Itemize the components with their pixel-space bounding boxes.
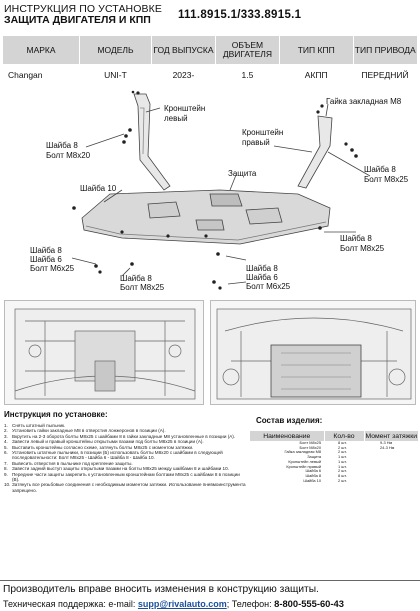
label-washer6-a: Шайба 6 [30,255,62,264]
col-brand: МАРКА [3,36,81,64]
label-bracket-right-1: Кронштейн [242,128,284,137]
support-label: Техническая поддержка: [3,599,106,609]
footer-divider [0,580,420,581]
label-washer6-b: Шайба 6 [246,273,278,282]
label-bolt-m6x25-a: Болт М6х25 [30,264,75,273]
document-footer: Производитель вправе вносить изменения в… [0,580,420,611]
instruction-step: 4.Завести левый и правый кронштейны откр… [4,439,204,445]
instruction-step: 3.Вкрутить на 2-3 оборота болты М8х25 с … [4,433,236,439]
vehicle-spec-table: МАРКА МОДЕЛЬ ГОД ВЫПУСКА ОБЪЕМ ДВИГАТЕЛЯ… [3,36,417,86]
installation-instructions: Инструкция по установке: 1.Снять штатный… [4,406,248,578]
label-washer8-a: Шайба 8 [46,141,78,150]
col-drive: ТИП ПРИВОДА [353,36,417,64]
footer-disclaimer: Производитель вправе вносить изменения в… [3,584,319,595]
document-header: ИНСТРУКЦИЯ ПО УСТАНОВКЕ ЗАЩИТА ДВИГАТЕЛЯ… [0,0,420,34]
label-washer8-d: Шайба 8 [30,246,62,255]
instruction-step: 2.Установить гайки закладные М8 в отверс… [4,428,166,434]
instruction-step: 5.Выставить кронштейны согласно схеме, з… [4,444,194,450]
underside-sketch-before [14,308,196,400]
support-email-link[interactable]: supp@rivalauto.com [137,599,227,609]
col-year: ГОД ВЫПУСКА [151,36,216,64]
underside-sketch-after [216,308,412,400]
part-numbers: 111.8915.1/333.8915.1 [178,9,302,21]
instruction-step: 10.Затянуть все резьбовые соединения с н… [4,482,246,493]
cell-drive: ПЕРЕДНИЙ [361,70,409,80]
cell-model: UNI-T [104,70,127,80]
photo-after-installation [210,300,416,405]
col-model: МОДЕЛЬ [79,36,152,64]
label-guard: Защита [228,169,257,178]
photo-before-installation [4,300,204,405]
title-line-1: ИНСТРУКЦИЯ ПО УСТАНОВКЕ [4,3,162,15]
label-bolt-m8x25-c: Болт М8х25 [120,283,165,292]
title-line-2: ЗАЩИТА ДВИГАТЕЛЯ И КПП [4,14,151,26]
assembly-diagram: Гайка закладная М8 Кронштейн левый Кронш… [0,86,420,300]
col-part-name: Наименование [250,431,325,441]
instruction-list: 1.Снять штатный пыльник. 2.Установить га… [4,423,248,493]
email-label: e-mail: [108,599,136,609]
cell-engine: 1.5 [241,70,254,80]
col-engine: ОБЪЕМ ДВИГАТЕЛЯ [215,36,280,64]
support-phone[interactable]: 8-800-555-60-43 [274,598,344,609]
label-bracket-left-2: левый [164,114,188,123]
col-quantity: Кол-во [324,431,365,441]
parts-list: Состав изделия: Наименование Кол-во Моме… [250,406,418,578]
parts-table: Наименование Кол-во Момент затяжки Болт … [250,431,418,483]
footer-contacts: Техническая поддержка: e-mail: supp@riva… [3,598,344,609]
instruction-step: 9.Передние части защиты закрепить к уста… [4,471,240,483]
col-transmission: ТИП КПП [279,36,354,64]
label-bolt-m8x20: Болт М8х20 [46,151,91,160]
instruction-step: 8.Завести задний выступ защиты открытыми… [4,466,229,472]
label-bracket-right-2: правый [242,138,270,147]
phone-label: Телефон: [231,599,272,609]
instruction-step: 1.Снять штатный пыльник. [4,423,66,428]
label-washer8-c: Шайба 8 [340,234,372,243]
label-washer8-e: Шайба 8 [120,274,152,283]
installation-photos [4,300,416,405]
label-bolt-m8x25-a: Болт М8х25 [364,175,409,184]
parts-title: Состав изделия: [256,416,323,425]
assembly-drawing [71,90,371,290]
col-torque: Момент затяжки [364,431,418,441]
label-washer10: Шайба 10 [80,184,117,193]
cell-brand: Changan [8,70,43,80]
cell-year: 2023- [172,70,195,80]
label-washer8-f: Шайба 8 [246,264,278,273]
label-washer8-b: Шайба 8 [364,165,396,174]
label-bolt-m6x25-b: Болт М6х25 [246,282,291,291]
label-bolt-m8x25-b: Болт М8х25 [340,244,385,253]
instruction-step: 6.Установить штатные пыльники, в позиции… [4,450,223,461]
cell-transmission: АКПП [304,70,328,80]
instruction-step: 7.Вывесить отверстия в пыльнике под креп… [4,460,133,466]
label-nut: Гайка закладная М8 [326,97,402,106]
instructions-title: Инструкция по установке: [4,410,108,419]
label-bracket-left-1: Кронштейн [164,104,206,113]
